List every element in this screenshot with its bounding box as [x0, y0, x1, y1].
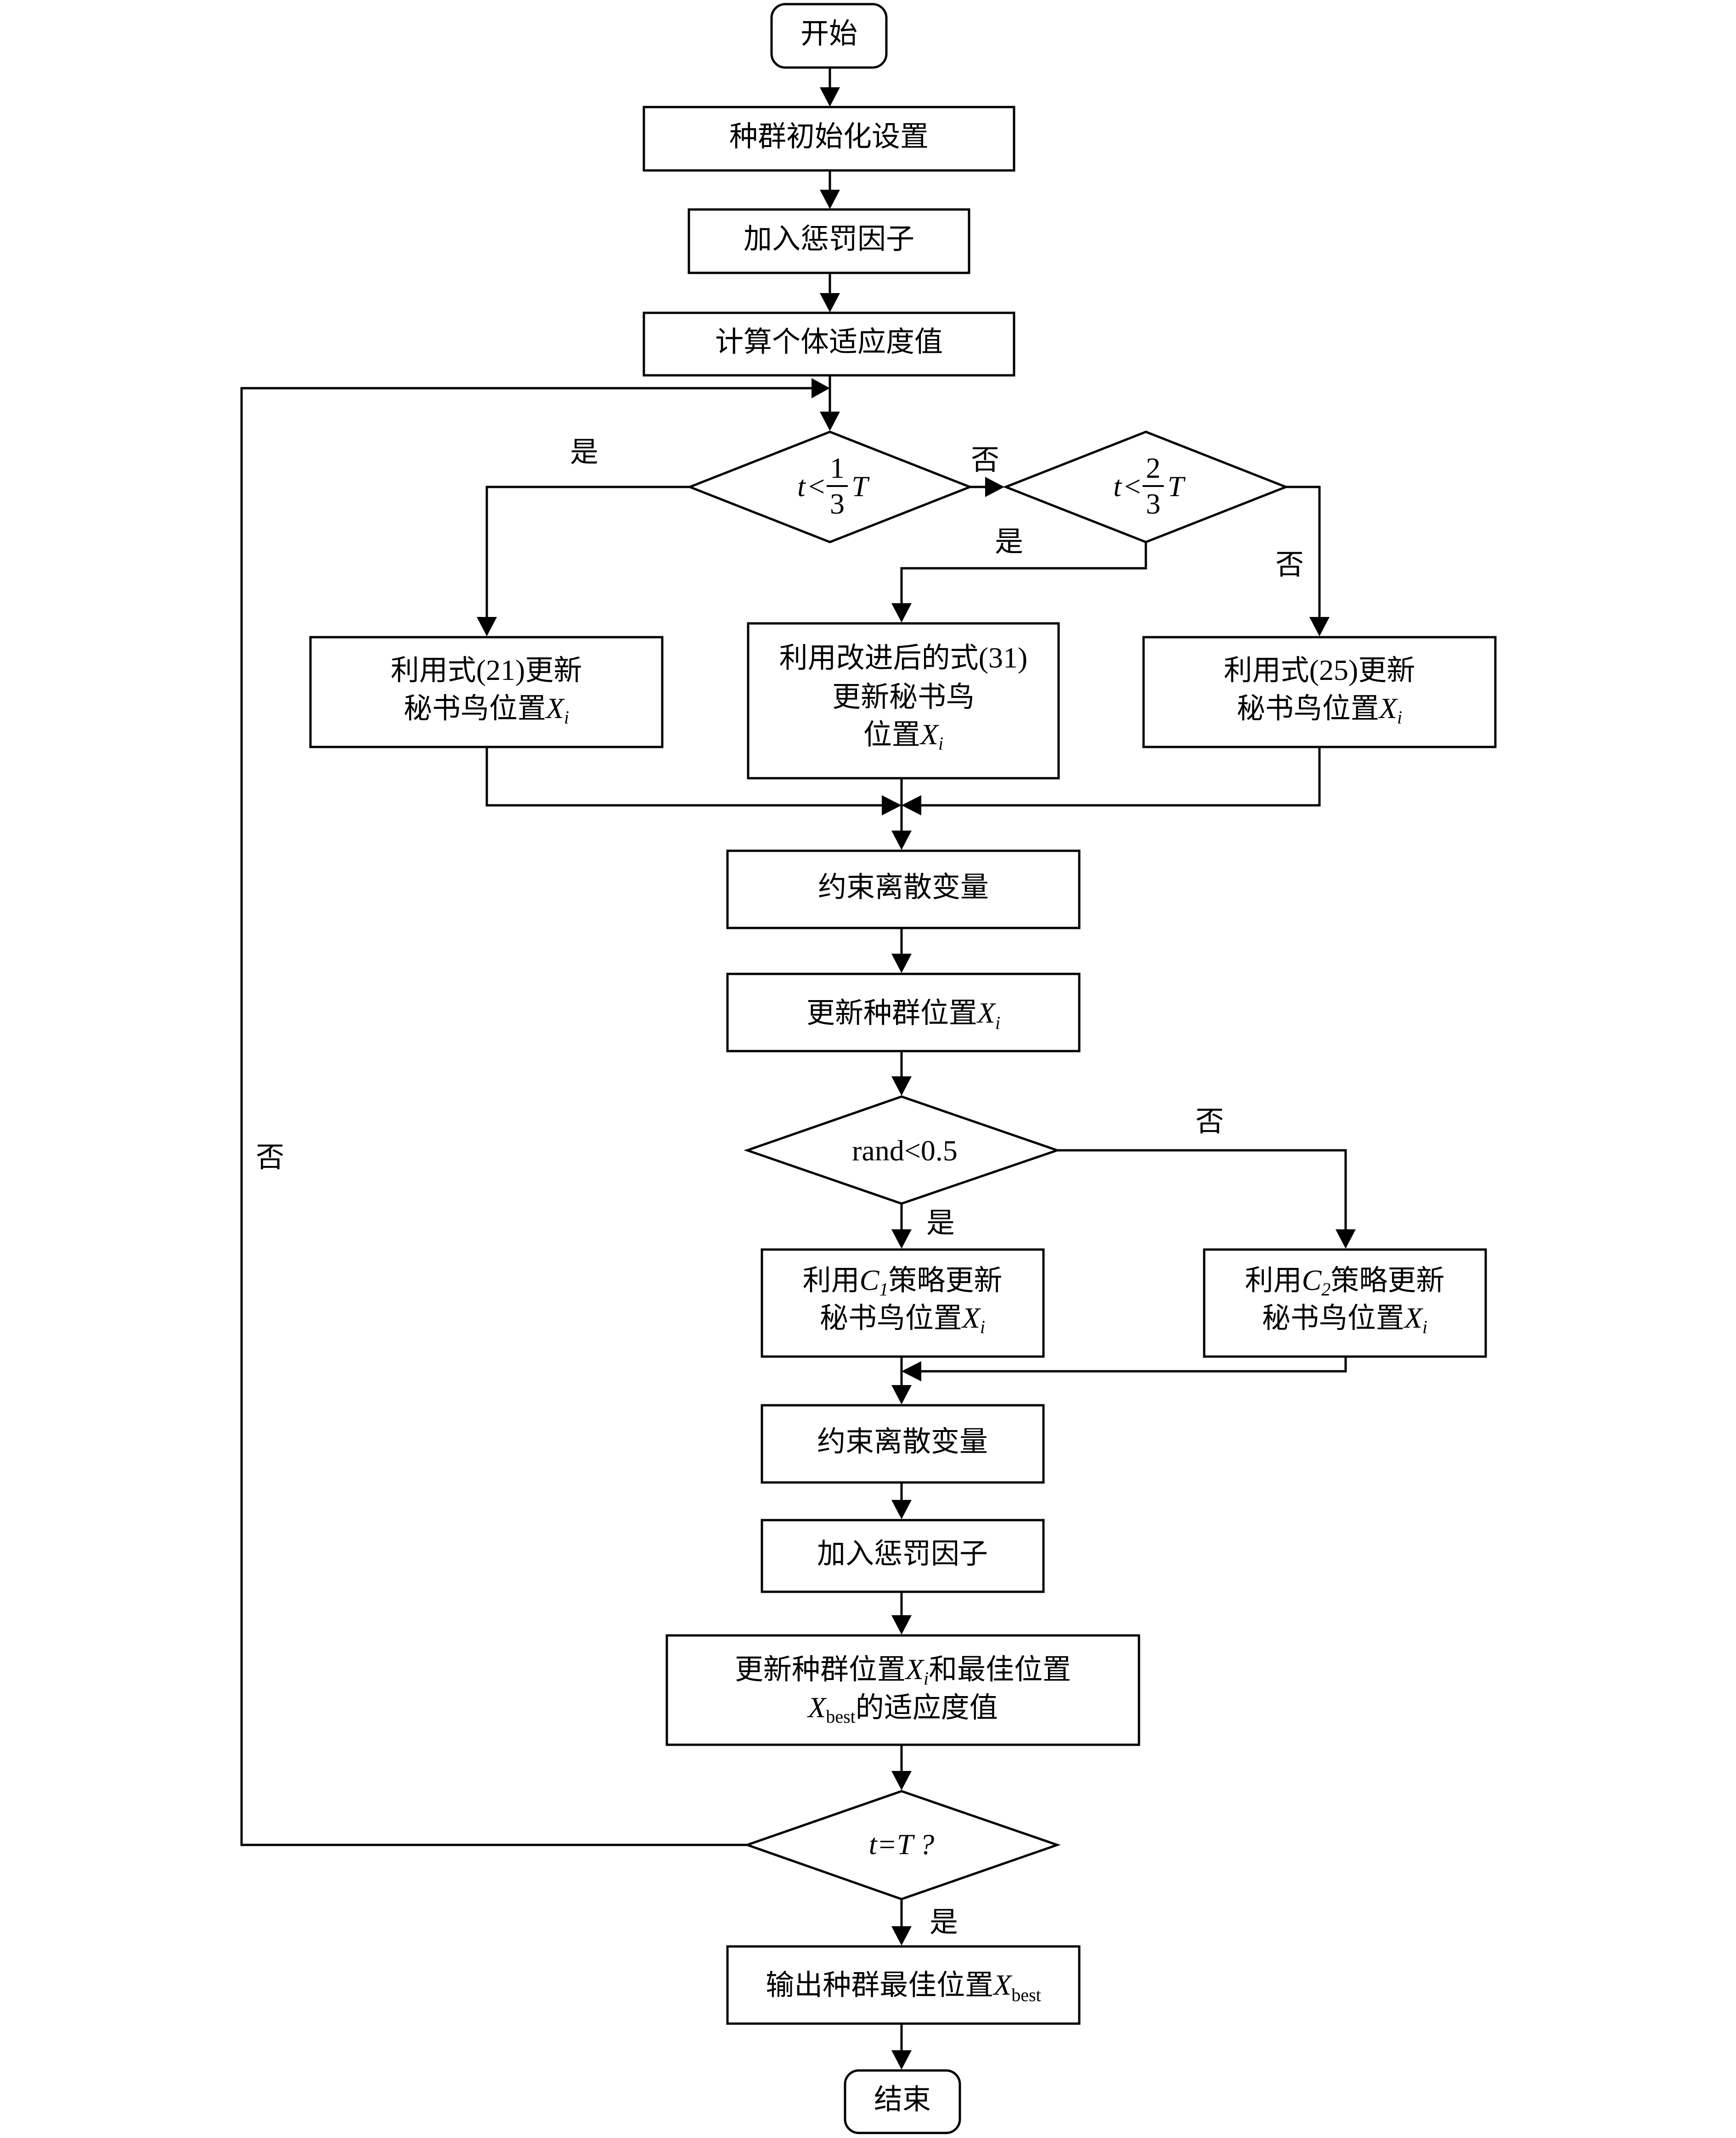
arrowhead	[882, 795, 902, 815]
end-node: 结束	[844, 2069, 961, 2134]
arrowhead	[891, 1229, 912, 1249]
c2-line1: 利用C2策略更新	[1245, 1263, 1445, 1300]
dec1-yes-label: 是	[570, 435, 598, 469]
update31-line1: 利用改进后的式(31)	[779, 641, 1028, 674]
dec1-rhs: T	[851, 470, 870, 503]
update25-line1: 利用式(25)更新	[1224, 653, 1415, 687]
c2-line2: 秘书鸟位置Xi	[1262, 1301, 1427, 1337]
init-label: 种群初始化设置	[729, 119, 929, 153]
dec2-den: 3	[1146, 487, 1161, 520]
arrowhead	[891, 1615, 912, 1635]
arrowhead	[1336, 1229, 1356, 1249]
arrowhead	[985, 477, 1004, 497]
decision-4: t=T?	[744, 1790, 1061, 1900]
edge-dec2-no	[1286, 486, 1321, 620]
arrowhead	[891, 1076, 912, 1096]
edge-dec3-no	[1057, 1149, 1347, 1233]
arrowhead	[902, 1361, 921, 1381]
edge-dec1-yes	[485, 486, 690, 620]
arrowhead	[891, 1500, 912, 1519]
update-population-node: 更新种群位置Xi	[726, 973, 1081, 1052]
arrowhead	[820, 190, 840, 209]
constrain-node-2: 约束离散变量	[761, 1404, 1045, 1484]
dec4-no-label: 否	[256, 1140, 284, 1174]
update31-line3: 位置Xi	[863, 718, 943, 754]
penalty-label-1: 加入惩罚因子	[744, 222, 914, 255]
fitness-node: 计算个体适应度值	[643, 311, 1015, 377]
dec1-num: 1	[830, 452, 845, 484]
constrain-node-1: 约束离散变量	[726, 849, 1081, 929]
edge-dec2-yes	[900, 542, 1147, 606]
edges	[240, 68, 1356, 2070]
dec1-var: t	[797, 470, 806, 503]
c2-strategy-node: 利用C2策略更新 秘书鸟位置Xi	[1203, 1248, 1487, 1358]
output-node: 输出种群最佳位置Xbest	[726, 1945, 1081, 2025]
arrowhead	[820, 87, 840, 107]
dec2-op: <	[1124, 470, 1141, 503]
update-eq31-node: 利用改进后的式(31) 更新秘书鸟 位置Xi	[747, 622, 1060, 780]
end-label: 结束	[874, 2082, 931, 2116]
arrowhead	[820, 293, 840, 312]
arrowhead	[820, 412, 840, 431]
arrowhead	[891, 831, 912, 850]
dec1-no-label: 否	[971, 443, 999, 476]
arrowhead	[891, 1926, 912, 1946]
init-node: 种群初始化设置	[643, 106, 1015, 172]
fitness-label: 计算个体适应度值	[715, 325, 943, 358]
penalty-node-1: 加入惩罚因子	[688, 208, 970, 274]
update-eq25-node: 利用式(25)更新 秘书鸟位置Xi	[1142, 636, 1497, 748]
decision-3: rand<0.5	[744, 1095, 1061, 1205]
arrowhead	[891, 954, 912, 973]
dec1-op: <	[808, 470, 825, 503]
edge-labels: 是 否 是 否 是 否 是 否	[256, 435, 1304, 1939]
arrowhead	[812, 378, 830, 398]
arrowhead	[902, 795, 921, 815]
start-label: 开始	[800, 17, 857, 50]
penalty-label-2: 加入惩罚因子	[817, 1537, 988, 1570]
c1-strategy-node: 利用C1策略更新 秘书鸟位置Xi	[761, 1248, 1045, 1358]
decision-2: t < 2 3 T	[1003, 430, 1289, 543]
dec2-yes-label: 是	[995, 525, 1023, 558]
update-best-line1: 更新种群位置Xi和最佳位置	[735, 1652, 1071, 1689]
constrain-label-1: 约束离散变量	[818, 870, 989, 904]
arrowhead	[891, 1771, 912, 1790]
update-best-node: 更新种群位置Xi和最佳位置 Xbest的适应度值	[665, 1634, 1140, 1746]
arrowhead	[891, 603, 912, 622]
update31-line2: 更新秘书鸟	[832, 680, 975, 713]
dec4-label: t=T?	[869, 1828, 935, 1861]
edge-update25-merge	[920, 747, 1321, 807]
arrowhead	[891, 2050, 912, 2070]
update-eq21-node: 利用式(21)更新 秘书鸟位置Xi	[309, 636, 664, 748]
update21-line2: 秘书鸟位置Xi	[404, 691, 569, 728]
edge-c2-merge	[920, 1357, 1347, 1373]
arrowhead	[1309, 617, 1330, 636]
c1-line2: 秘书鸟位置Xi	[820, 1301, 985, 1337]
start-node: 开始	[770, 3, 888, 69]
dec4-yes-label: 是	[930, 1905, 958, 1939]
edge-dec4-no-loop	[240, 387, 813, 1846]
decision-1: t < 1 3 T	[687, 430, 973, 543]
edge-update21-merge	[485, 747, 883, 807]
update-best-line2: Xbest的适应度值	[806, 1691, 998, 1727]
dec2-no-label: 否	[1275, 548, 1304, 581]
arrowhead	[477, 617, 497, 636]
update21-line1: 利用式(21)更新	[391, 653, 582, 687]
update25-line2: 秘书鸟位置Xi	[1237, 691, 1402, 728]
penalty-node-2: 加入惩罚因子	[761, 1519, 1045, 1593]
c1-line1: 利用C1策略更新	[803, 1263, 1003, 1300]
output-label: 输出种群最佳位置Xbest	[766, 1968, 1041, 2005]
dec1-den: 3	[830, 487, 845, 520]
update-population-label: 更新种群位置Xi	[806, 996, 1000, 1033]
constrain-label-2: 约束离散变量	[817, 1425, 988, 1458]
arrowhead	[891, 1385, 912, 1404]
dec3-yes-label: 是	[926, 1206, 955, 1239]
dec3-no-label: 否	[1195, 1104, 1224, 1138]
dec2-rhs: T	[1167, 470, 1186, 503]
dec2-var: t	[1113, 470, 1122, 503]
dec3-label: rand<0.5	[852, 1134, 958, 1167]
dec2-num: 2	[1146, 452, 1161, 484]
